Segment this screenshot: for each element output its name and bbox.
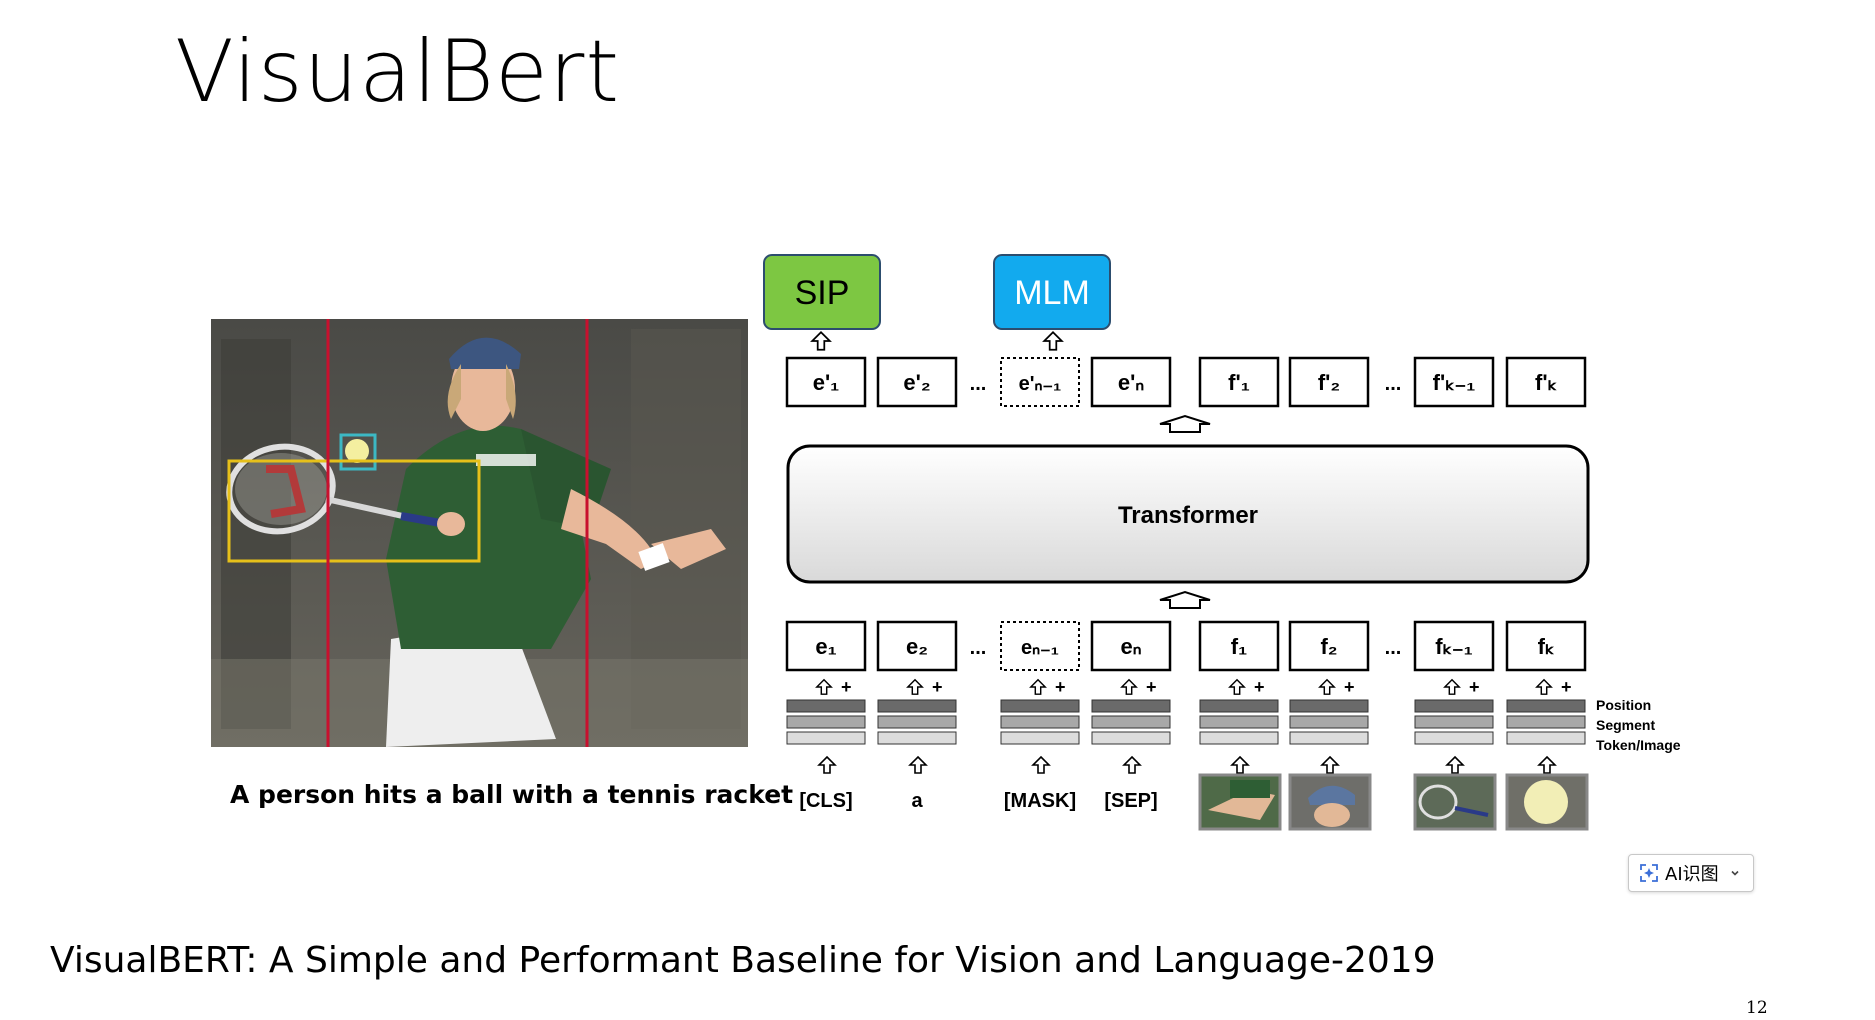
up-arrow-icon (1231, 756, 1249, 774)
output-token: e'ₙ (1118, 370, 1144, 395)
chevron-down-icon (1731, 870, 1739, 876)
ellipsis: ... (1385, 637, 1402, 659)
word-sep: [SEP] (1104, 790, 1157, 812)
mlm-head: MLM (993, 254, 1111, 330)
input-image-token: fₖ₋₁ (1435, 634, 1472, 659)
position-embedding-label: Position (1596, 697, 1651, 713)
word-mask: [MASK] (1004, 790, 1076, 812)
up-arrow-icon (1030, 679, 1046, 695)
transformer-output-arrow-icon (1159, 414, 1211, 433)
svg-text:+: + (1561, 677, 1572, 697)
output-token-box (876, 356, 958, 408)
input-token: eₙ (1120, 634, 1141, 659)
ai-button-label: AI识图 (1665, 864, 1719, 885)
visualbert-architecture: SIP MLM e'₁ e'₂ ... e'ₙ₋₁ e'ₙ f'₁ f'₂ ..… (763, 254, 1681, 831)
sip-head: SIP (763, 254, 881, 330)
input-image-token: fₖ (1538, 634, 1555, 659)
svg-text:+: + (932, 677, 943, 697)
up-arrow-icon (909, 756, 927, 774)
token-image-embedding-label: Token/Image (1596, 737, 1681, 753)
up-arrow-icon (1444, 679, 1460, 695)
output-token-box (785, 356, 867, 408)
ellipsis: ... (1385, 373, 1402, 395)
output-token: e'₁ (813, 370, 840, 395)
input-token: e₂ (906, 634, 928, 659)
up-arrow-icon (1319, 679, 1335, 695)
mlm-arrow-icon (1043, 331, 1063, 351)
output-image-token: f'ₖ (1535, 370, 1558, 395)
up-arrow-icon (1536, 679, 1552, 695)
ellipsis: ... (970, 637, 987, 659)
up-arrow-icon (1123, 756, 1141, 774)
input-arrows (818, 756, 1556, 774)
output-token: e'ₙ₋₁ (1019, 373, 1062, 395)
svg-text:+: + (841, 677, 852, 697)
up-arrow-icon (1446, 756, 1464, 774)
ai-sparkle-icon (1640, 864, 1658, 882)
ai-image-recognition-button[interactable]: AI识图 (1628, 854, 1754, 892)
output-tokens: e'₁ e'₂ ... e'ₙ₋₁ e'ₙ f'₁ f'₂ ... f'ₖ₋₁ … (785, 356, 1587, 408)
transformer-label: Transformer (1118, 502, 1258, 529)
output-image-token: f'₁ (1228, 370, 1250, 395)
sip-label: SIP (795, 274, 850, 312)
figure-caption: A person hits a ball with a tennis racke… (230, 780, 794, 809)
output-image-box (1413, 356, 1495, 408)
tennis-player-photo (211, 319, 748, 747)
slide-title: VisualBert (175, 22, 621, 122)
up-arrow-icon (1229, 679, 1245, 695)
output-token: e'₂ (903, 370, 930, 395)
ellipsis: ... (970, 373, 987, 395)
up-arrow-icon (1121, 679, 1137, 695)
transformer-block: Transformer (786, 444, 1590, 584)
input-token: eₙ₋₁ (1021, 637, 1059, 659)
word-cls: [CLS] (799, 790, 852, 812)
head-patch-icon (1288, 773, 1372, 831)
ball-patch-icon (1505, 773, 1589, 831)
mlm-label: MLM (1014, 274, 1090, 312)
output-image-token: f'ₖ₋₁ (1433, 370, 1476, 395)
up-arrow-icon (816, 679, 832, 695)
up-arrow-icon (907, 679, 923, 695)
paper-citation: VisualBERT: A Simple and Performant Base… (50, 940, 1436, 981)
output-image-box (1505, 356, 1587, 408)
input-image-token: f₁ (1231, 634, 1247, 659)
output-token-box-masked (1000, 357, 1080, 407)
svg-text:+: + (1344, 677, 1355, 697)
output-token-box (1090, 356, 1172, 408)
embedding-bars (786, 699, 1586, 745)
output-image-box (1288, 356, 1370, 408)
output-image-token: f'₂ (1318, 370, 1340, 395)
arm-patch-icon (1198, 773, 1282, 831)
up-arrow-icon (1321, 756, 1339, 774)
up-arrow-icon (1032, 756, 1050, 774)
output-image-box (1198, 356, 1280, 408)
sip-arrow-icon (811, 331, 831, 351)
up-arrow-icon (818, 756, 836, 774)
racket-patch-icon (1413, 773, 1497, 831)
svg-text:+: + (1146, 677, 1157, 697)
up-arrow-icon (1538, 756, 1556, 774)
input-tokens: e₁ e₂ ... eₙ₋₁ eₙ f₁ f₂ ... fₖ₋₁ fₖ (785, 620, 1587, 672)
word-a: a (911, 790, 923, 812)
embedding-sum-markers: + + + + + + + + (816, 677, 1572, 697)
page-number: 12 (1746, 998, 1768, 1018)
input-image-token: f₂ (1320, 634, 1337, 659)
svg-text:+: + (1469, 677, 1480, 697)
input-token: e₁ (815, 634, 836, 659)
svg-text:+: + (1055, 677, 1066, 697)
segment-embedding-label: Segment (1596, 717, 1655, 733)
transformer-input-arrow-icon (1159, 590, 1211, 609)
svg-text:+: + (1254, 677, 1265, 697)
